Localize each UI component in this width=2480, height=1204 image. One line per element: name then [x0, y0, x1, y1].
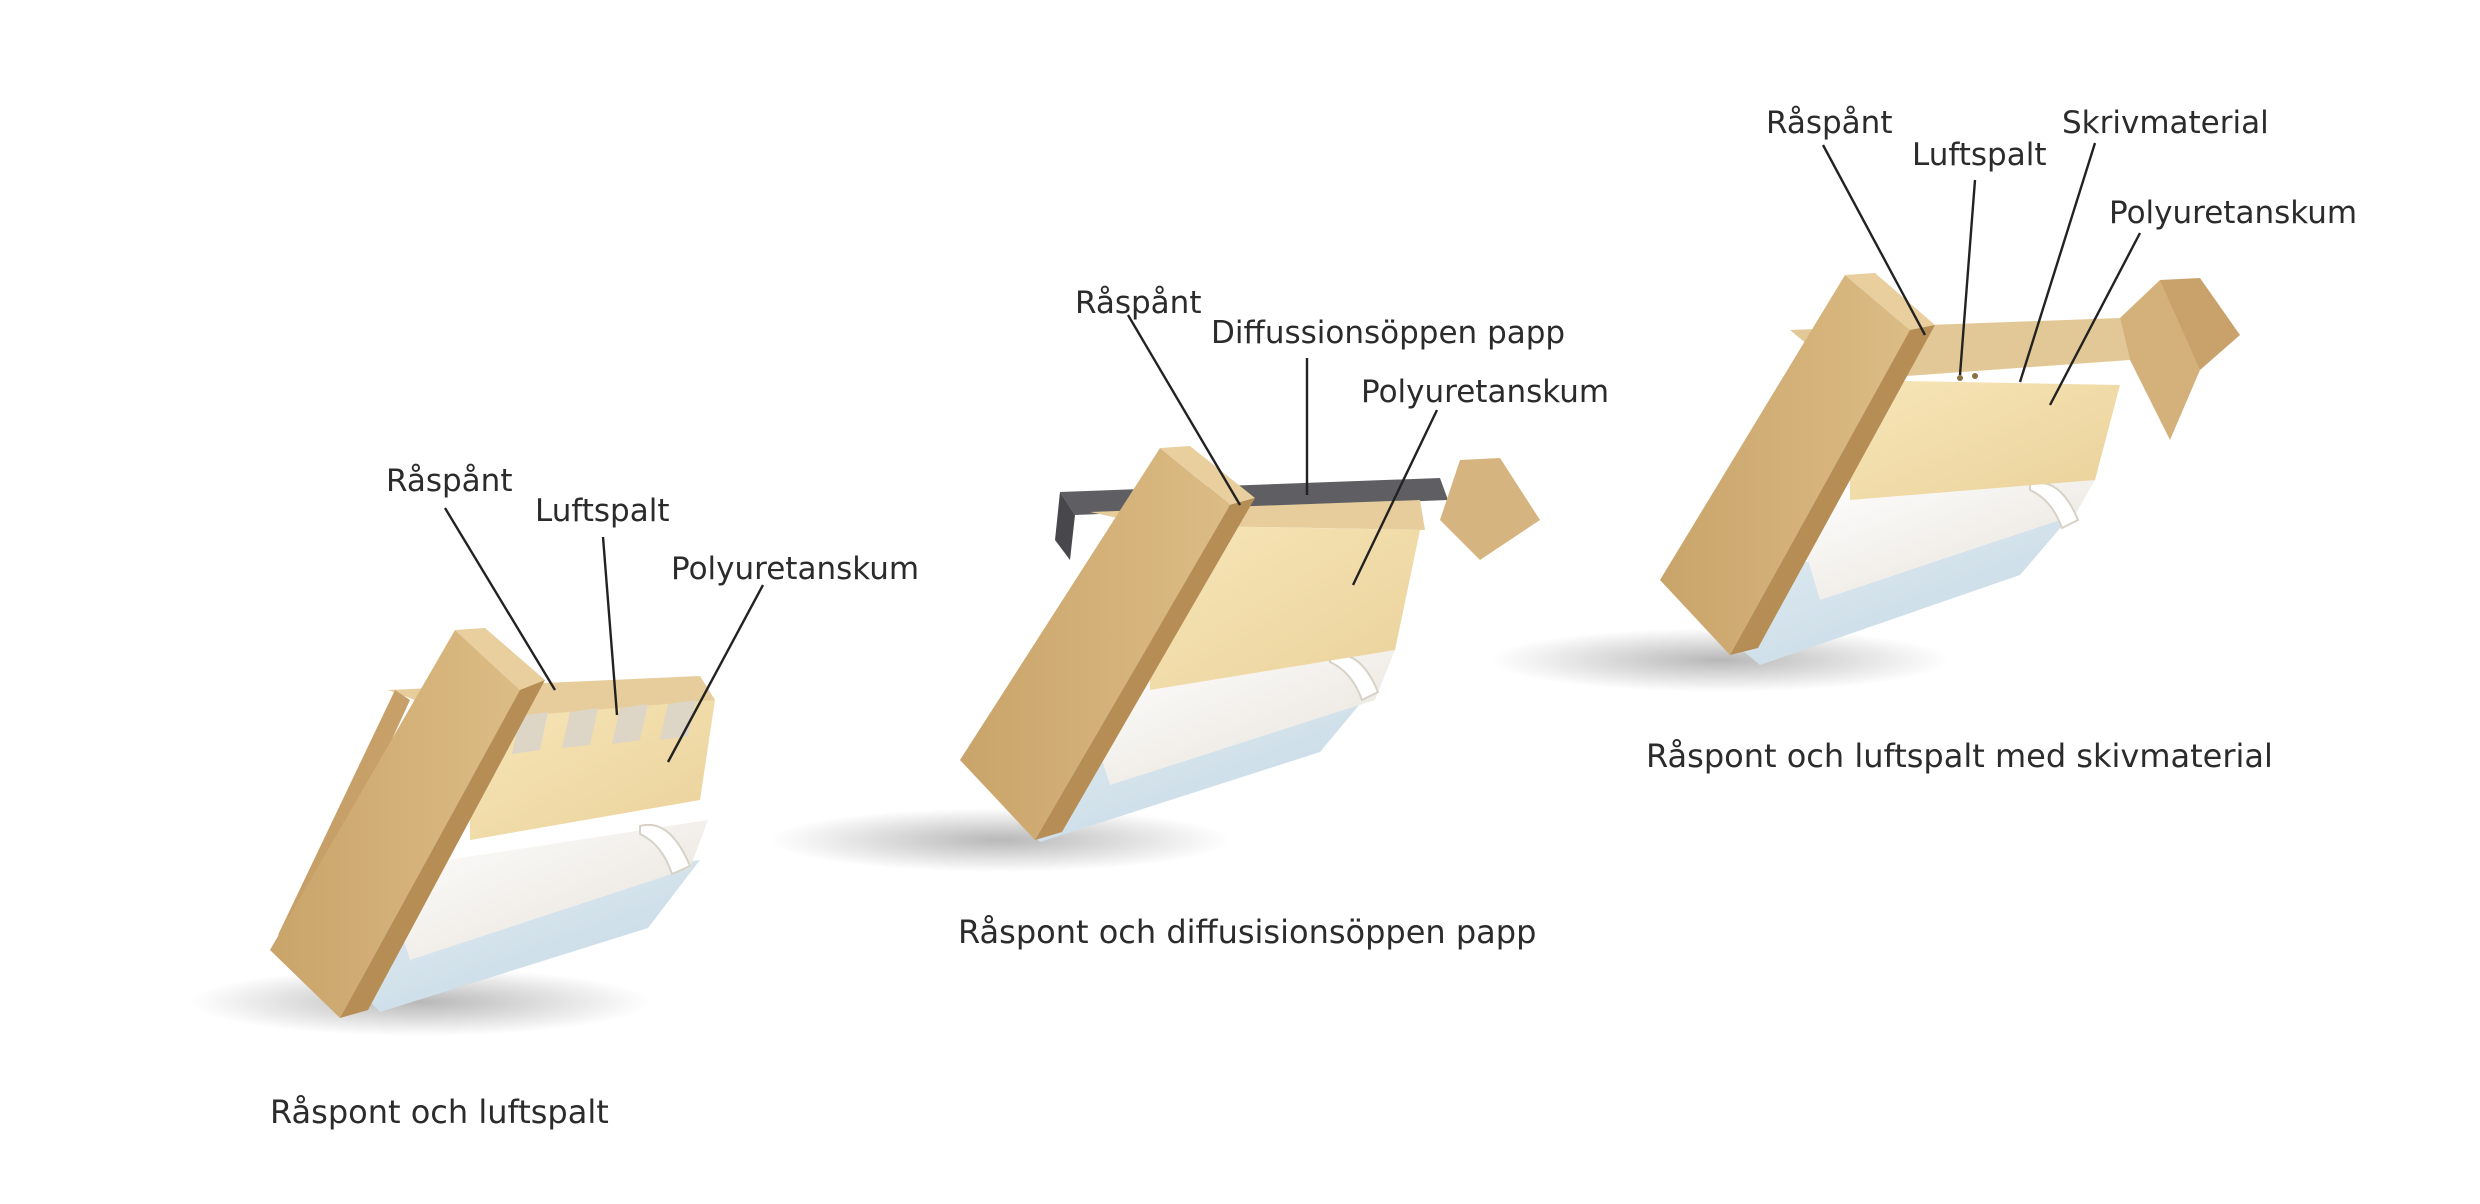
paper-3 [1790, 480, 2095, 600]
foam-2 [1150, 525, 1420, 690]
leader-1-raspant [443, 507, 557, 691]
leader-3-polyuretanskum [2048, 232, 2142, 406]
label-1-raspant: Råspånt [386, 463, 513, 499]
section-3 [1490, 273, 2240, 692]
caption-2: Råspont och diffusisionsöppen papp [958, 913, 1537, 951]
label-3-raspant: Råspånt [1766, 105, 1893, 141]
caption-1: Råspont och luftspalt [270, 1093, 609, 1131]
rafter-front-3 [1660, 275, 1910, 655]
leader-lines [443, 142, 2142, 763]
label-1-polyuretanskum: Polyuretanskum [671, 551, 920, 587]
label-3-luftspalt: Luftspalt [1912, 137, 2047, 173]
leader-1-polyuretanskum [666, 584, 765, 763]
rafter-back-1 [278, 690, 410, 940]
shadow-1 [190, 968, 650, 1036]
leader-3-raspant [1821, 144, 1927, 336]
rafter-front-2 [960, 448, 1230, 840]
label-3-polyuretanskum: Polyuretanskum [2109, 195, 2358, 231]
caption-3: Råspont och luftspalt med skivmaterial [1646, 737, 2273, 775]
leader-2-raspant [1126, 314, 1242, 506]
foam-3 [1850, 380, 2120, 500]
rafter-back-3 [2150, 278, 2240, 370]
label-3-skrivmaterial: Skrivmaterial [2062, 105, 2269, 141]
paper-1 [382, 820, 708, 960]
leader-3-skrivmaterial [2018, 142, 2097, 383]
section-1 [190, 628, 715, 1036]
label-2-polyuretanskum: Polyuretanskum [1361, 374, 1610, 410]
label-2-raspant: Råspånt [1075, 285, 1202, 321]
rafter-front-1 [270, 630, 520, 1018]
leader-1-luftspalt [601, 536, 619, 716]
rafter-back-2 [1440, 458, 1540, 560]
label-2-diffussionsoppen-papp: Diffussionsöppen papp [1211, 315, 1566, 351]
shadow-2 [770, 808, 1230, 872]
section-2 [770, 446, 1540, 872]
label-1-luftspalt: Luftspalt [535, 493, 670, 529]
leader-2-polyuretanskum [1351, 409, 1439, 586]
shadow-3 [1490, 628, 1950, 692]
leader-3-luftspalt [1958, 179, 1977, 376]
